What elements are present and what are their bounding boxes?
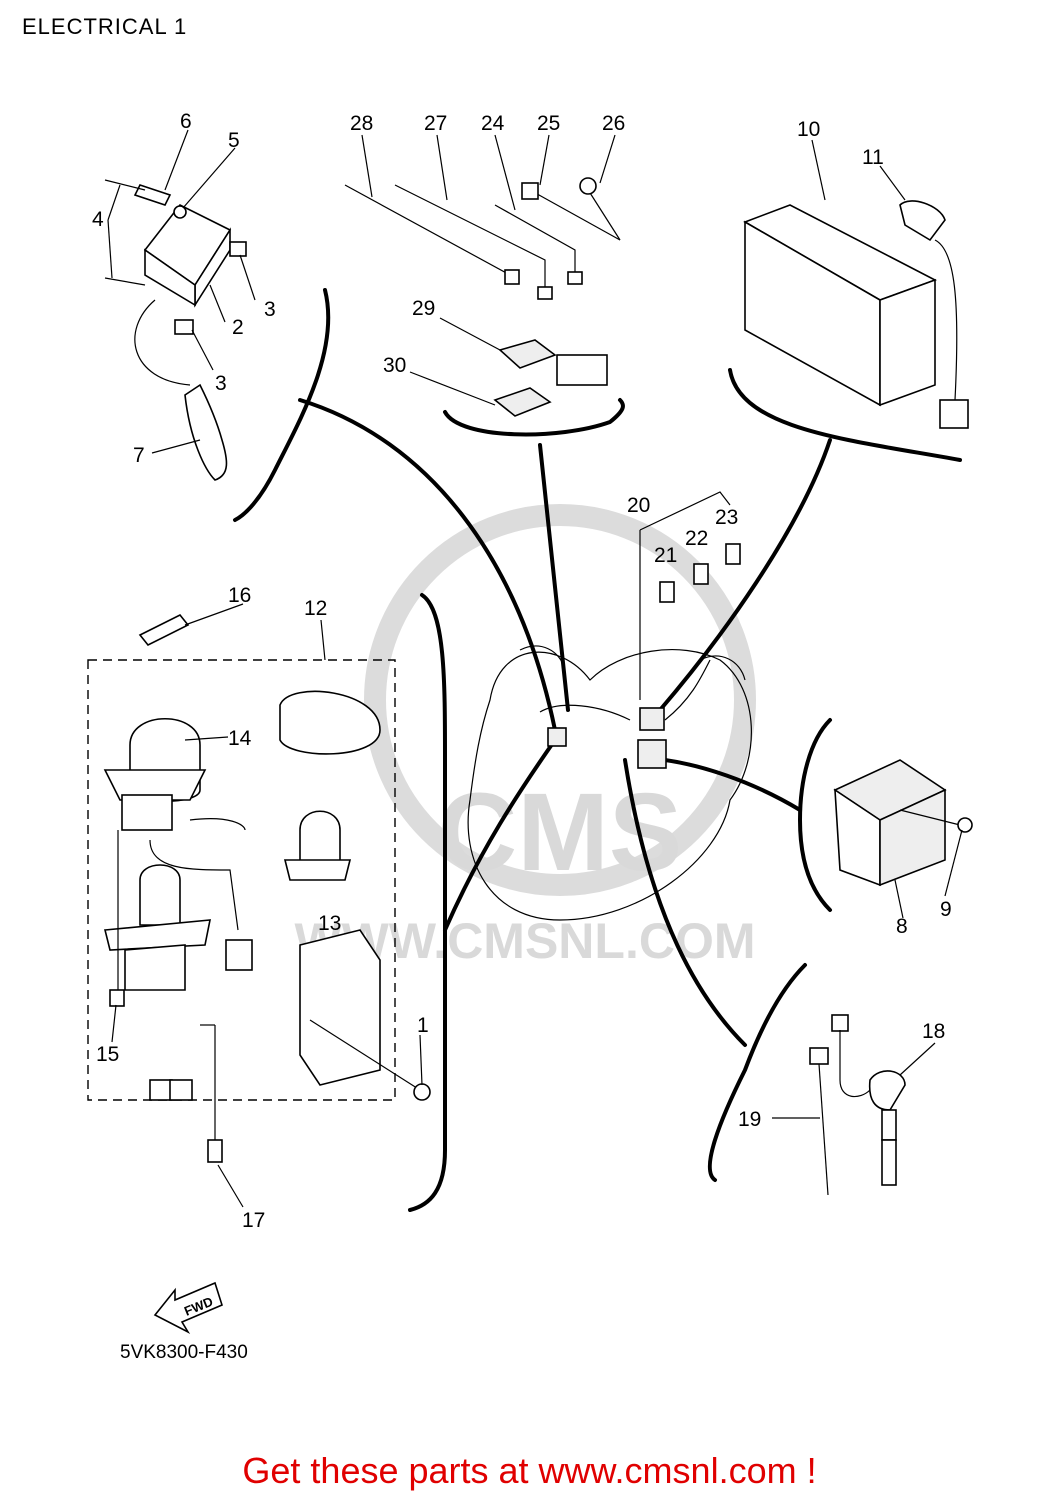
callout-23: 23: [715, 506, 738, 529]
forward-arrow: FWD: [153, 1281, 223, 1334]
main-switch-set: [87, 613, 431, 1163]
callout-5: 5: [228, 129, 240, 152]
callout-28: 28: [350, 112, 373, 135]
callout-9: 9: [940, 898, 952, 921]
wire-harness: [539, 659, 711, 769]
callout-26: 26: [602, 112, 625, 135]
callout-3a: 3: [264, 298, 276, 321]
page-title: ELECTRICAL 1: [22, 14, 188, 39]
callout-29: 29: [412, 297, 435, 320]
battery: [743, 200, 969, 429]
callout-25: 25: [537, 112, 560, 135]
callout-17: 17: [242, 1209, 265, 1232]
callout-8: 8: [896, 915, 908, 938]
callout-19: 19: [738, 1108, 761, 1131]
callout-11: 11: [862, 146, 884, 169]
callout-18: 18: [922, 1020, 945, 1043]
callout-3b: 3: [215, 372, 227, 395]
callout-2: 2: [232, 316, 244, 339]
exploded-parts-diagram: CMS WWW.CMSNL.COM: [87, 110, 973, 1363]
callout-24: 24: [481, 112, 505, 135]
callout-12: 12: [304, 597, 327, 620]
rectifier-regulator: [833, 759, 973, 887]
callout-30: 30: [383, 354, 406, 377]
watermark: CMS WWW.CMSNL.COM: [294, 504, 756, 969]
callout-6: 6: [180, 110, 192, 133]
cta-link[interactable]: Get these parts at www.cmsnl.com !: [242, 1450, 817, 1491]
callout-21: 21: [654, 544, 677, 567]
callout-7: 7: [133, 444, 145, 467]
callout-1: 1: [417, 1014, 429, 1037]
fuses: [639, 491, 741, 700]
callout-22: 22: [685, 527, 708, 550]
callout-10: 10: [797, 118, 820, 141]
callout-20: 20: [627, 494, 650, 517]
group-leader-lines: [233, 288, 962, 1212]
callout-leaders: [107, 129, 963, 1208]
callout-13: 13: [318, 912, 341, 935]
cable-ties: [344, 177, 621, 300]
callout-4: 4: [92, 208, 104, 231]
ignition-coil: [104, 179, 247, 481]
part-code: 5VK8300-F430: [120, 1342, 248, 1363]
callout-27: 27: [424, 112, 447, 135]
callout-15: 15: [96, 1043, 119, 1066]
connector-covers: [493, 339, 608, 417]
callout-numbers: 6 5 4 3 2 3 7 28 27 24 25 26 29 30 10 11…: [92, 110, 952, 1232]
callout-14: 14: [228, 727, 252, 750]
callout-16: 16: [228, 584, 251, 607]
watermark-logo: CMS: [438, 771, 682, 894]
sidestand-switch: [809, 1014, 906, 1196]
